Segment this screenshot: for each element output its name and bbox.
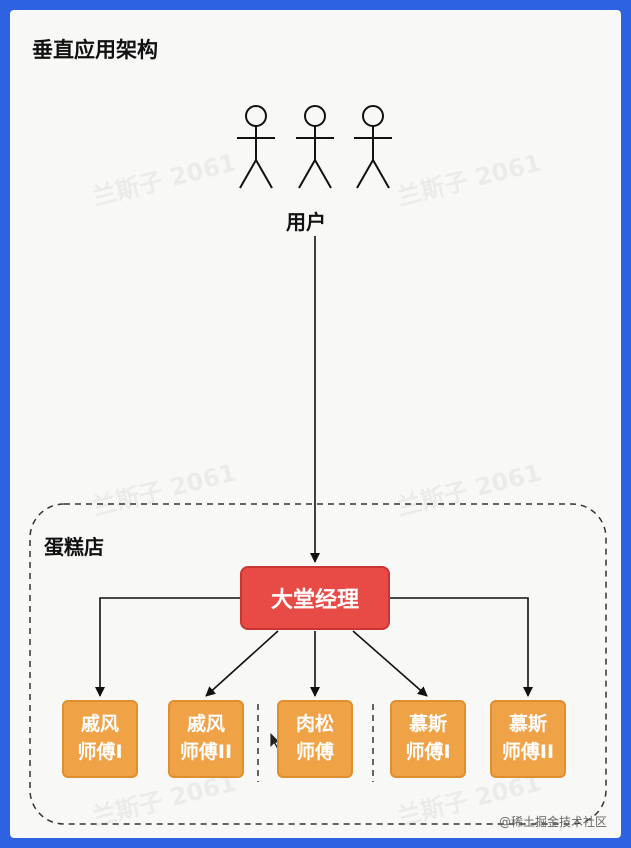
- chef-node-mousse-1: 慕斯 师傅I: [390, 700, 466, 778]
- user-icon: [354, 105, 392, 189]
- store-label: 蛋糕店: [44, 535, 104, 559]
- store-boundary: [29, 503, 607, 825]
- connections-layer: [29, 105, 607, 825]
- chef-node-chiffon-2: 戚风 师傅II: [168, 700, 244, 778]
- chef-node-floss: 肉松 师傅: [277, 700, 353, 778]
- users-label: 用户: [286, 210, 326, 234]
- user-icon: [296, 105, 334, 189]
- page-title: 垂直应用架构: [32, 38, 158, 62]
- arrow-to-chef-2: [205, 630, 279, 697]
- chef-node-chiffon-1: 戚风 师傅I: [62, 700, 138, 778]
- arrow-to-chef-1: [95, 597, 240, 697]
- arrow-to-chef-5: [390, 597, 533, 697]
- arrow-to-chef-4: [352, 630, 428, 697]
- diagram-frame: 兰斯子 2061 兰斯子 2061 兰斯子 2061 兰斯子 2061 兰斯子 …: [10, 10, 621, 838]
- chef-node-mousse-2: 慕斯 师傅II: [490, 700, 566, 778]
- credit-text: @稀土掘金技术社区: [498, 815, 607, 829]
- manager-node: 大堂经理: [240, 566, 390, 630]
- user-icon: [237, 105, 275, 189]
